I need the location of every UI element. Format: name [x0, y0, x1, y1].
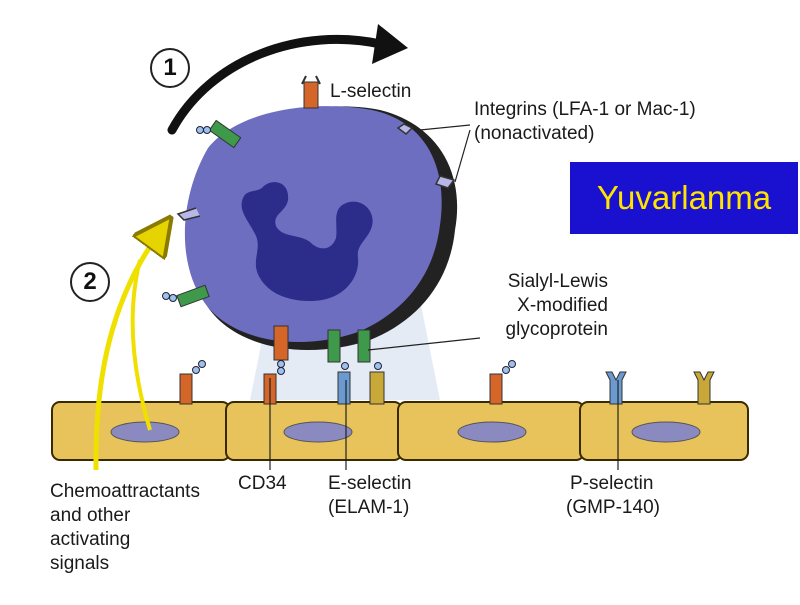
p-selectin-receptor — [605, 371, 627, 405]
integrins-label-line2: (nonactivated) — [474, 123, 595, 144]
step-2-badge: 2 — [70, 262, 110, 302]
integrin-right — [434, 175, 456, 189]
l-selectin-label: L-selectin — [330, 81, 412, 102]
sialyl-label-line3: glycoprotein — [505, 319, 608, 340]
rolling-arrow — [167, 34, 390, 135]
endothelial-nucleus-1 — [110, 421, 180, 443]
green-receptor-top-left — [208, 119, 242, 149]
p-selectin-receptor-gold — [693, 371, 715, 405]
e-selectin-receptor-gold — [369, 371, 385, 405]
slide-title-badge: Yuvarlanma — [570, 162, 798, 234]
sialyl-label-line1: Sialyl-Lewis — [507, 271, 608, 292]
chemoattractant-arrow-inner — [130, 259, 152, 431]
chemo-label-line2: and other — [50, 505, 131, 526]
rolling-arrow-head — [372, 24, 408, 64]
cd34-label: CD34 — [238, 473, 287, 494]
sialyl-receptor-1 — [327, 329, 341, 363]
leukocyte-receptors — [162, 75, 456, 375]
endothelial-nucleus-4 — [631, 421, 701, 443]
chemo-label-line1: Chemoattractants — [50, 481, 200, 502]
sialyl-label-line2: X-modified — [517, 295, 608, 316]
p-selectin-label-line1: P-selectin — [570, 473, 654, 494]
p-selectin-label-line2: (GMP-140) — [566, 497, 660, 518]
e-selectin-label-line1: E-selectin — [328, 473, 412, 494]
chemoattractant-arrow-outer — [93, 232, 160, 471]
integrin-top-right — [396, 123, 414, 135]
leukocyte-body — [184, 106, 442, 342]
green-receptor-bottom-left — [176, 284, 210, 308]
sialyl-receptor-2 — [357, 329, 371, 363]
endothelial-nucleus-2 — [283, 421, 353, 443]
l-selectin-top — [303, 81, 319, 109]
l-selectin-bottom — [273, 325, 289, 361]
endothelial-receptors — [179, 360, 715, 405]
chemo-label-line4: signals — [50, 553, 110, 574]
leader-lines — [269, 124, 619, 470]
e-selectin-receptor-blue — [337, 371, 351, 405]
endothelium — [51, 401, 749, 461]
cd34-receptor-mid — [489, 373, 503, 405]
integrins-label-line1: Integrins (LFA-1 or Mac-1) — [474, 99, 696, 120]
e-selectin-label-line2: (ELAM-1) — [328, 497, 410, 518]
cd34-receptor-left — [179, 373, 193, 405]
chemo-label-line3: activating — [50, 529, 131, 550]
integrin-left — [176, 207, 201, 221]
step-1-badge: 1 — [150, 48, 190, 88]
leukocyte-nucleus — [241, 182, 373, 302]
endothelial-nucleus-3 — [457, 421, 527, 443]
